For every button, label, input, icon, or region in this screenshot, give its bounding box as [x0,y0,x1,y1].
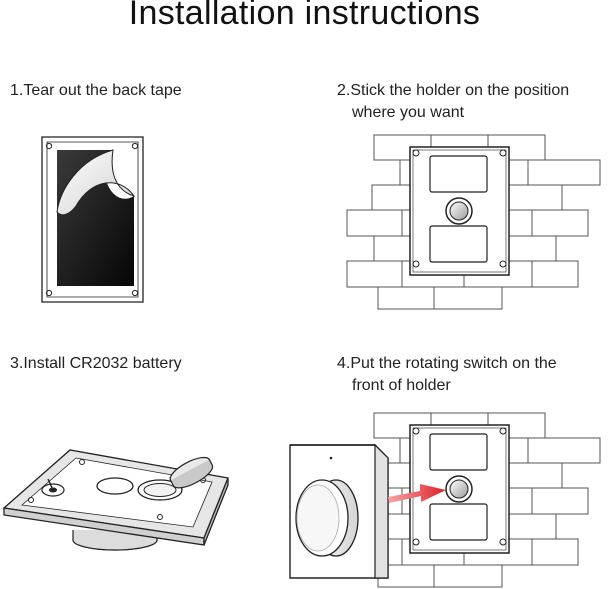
holder-plate-icon [409,146,510,276]
step-2-instruction: 2.Stick the holder on the position where… [337,80,569,124]
step-1-line-1: 1.Tear out the back tape [10,82,182,99]
step-4-instruction: 4.Put the rotating switch on the front o… [337,353,557,397]
battery-plate-icon [2,449,229,551]
step-3-line-1: 3.Install CR2032 battery [10,355,182,372]
step-1-instruction: 1.Tear out the back tape [10,80,182,102]
rotary-switch-icon [289,443,389,579]
step-2-line-2: where you want [352,104,465,121]
step-4-line-2: front of holder [352,377,451,394]
arrow-right-icon [388,484,446,503]
step-2-line-1: 2.Stick the holder on the position [337,82,570,99]
page-title: Installation instructions [128,0,481,32]
backplate-tape-icon [41,136,144,303]
step-3-instruction: 3.Install CR2032 battery [10,353,182,375]
step-4-line-1: 4.Put the rotating switch on the [337,355,557,372]
